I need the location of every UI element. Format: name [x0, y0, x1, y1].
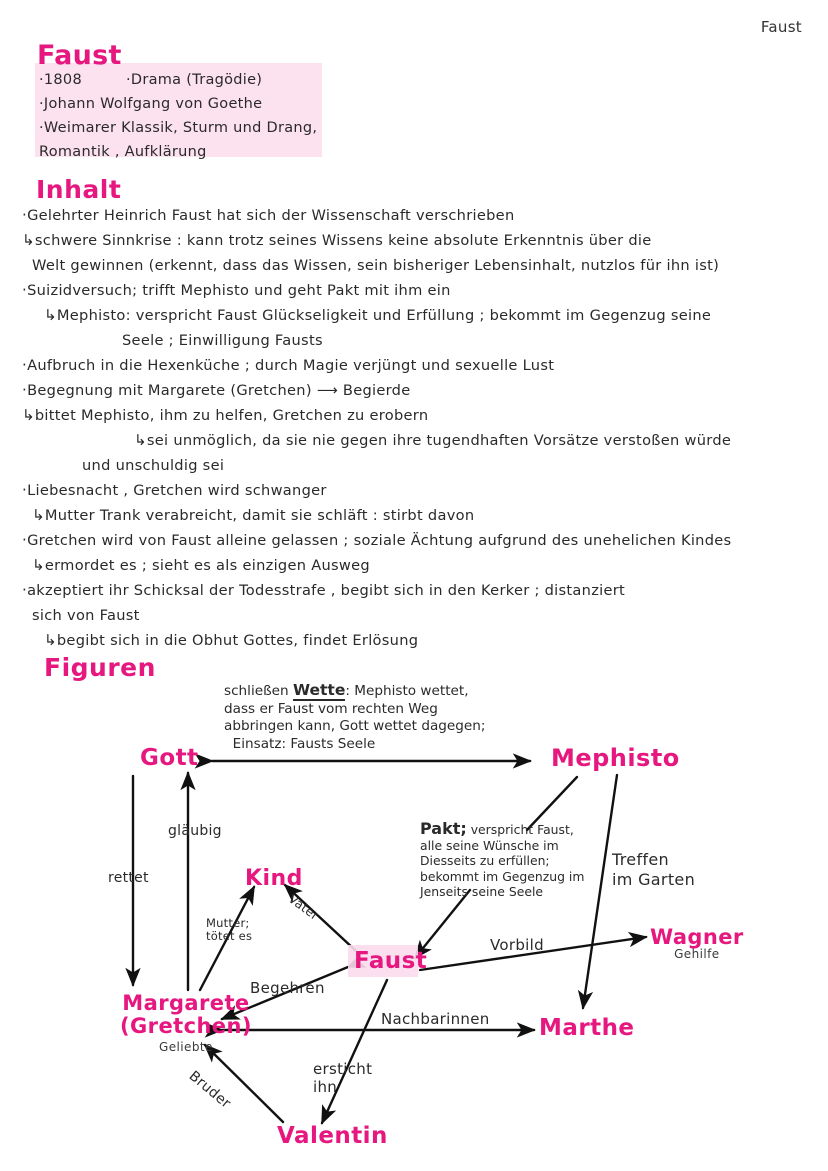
- node-margarete-name: Margarete: [122, 991, 250, 1015]
- diagram-arrows-svg: [125, 753, 648, 1125]
- meta-bullet: ·: [39, 96, 44, 112]
- inhalt-line: ↳Mephisto: verspricht Faust Glückseligke…: [44, 306, 712, 324]
- section-heading-inhalt: Inhalt: [36, 175, 122, 204]
- inhalt-line: ↳Mutter Trank verabreicht, damit sie sch…: [32, 506, 475, 524]
- node-margarete[interactable]: Margarete (Gretchen) Geliebte: [120, 992, 252, 1059]
- page-corner-label: Faust: [760, 18, 802, 36]
- arrow-faust-wagner: [418, 931, 648, 972]
- inhalt-line: ·Liebesnacht , Gretchen wird schwanger: [22, 481, 327, 499]
- edge-label-rettet: rettet: [108, 870, 149, 886]
- meta-year: 1808: [43, 72, 82, 88]
- edge-label-begehren: Begehren: [250, 979, 325, 997]
- edge-label-ersticht-ihn: ersticht ihn: [313, 1060, 373, 1096]
- inhalt-line: ·Gelehrter Heinrich Faust hat sich der W…: [22, 206, 515, 224]
- meta-epoch: Weimarer Klassik, Sturm und Drang,: [43, 120, 318, 136]
- meta-row: ·1808 ·Drama (Tragödie): [39, 68, 339, 92]
- inhalt-line: ·Suizidversuch; trifft Mephisto und geht…: [22, 281, 451, 299]
- inhalt-line: ·Aufbruch in die Hexenküche ; durch Magi…: [22, 356, 555, 374]
- edge-label-glaeubig: gläubig: [168, 823, 222, 839]
- meta-bullet: ·: [39, 72, 44, 88]
- node-margarete-role: Geliebte: [159, 1040, 213, 1054]
- arrow-pakt-to-faust: [413, 888, 472, 960]
- note-pakt-keyword: Pakt;: [420, 819, 467, 838]
- inhalt-line: ↳bittet Mephisto, ihm zu helfen, Gretche…: [22, 406, 429, 424]
- arrow-faust-kind: [283, 883, 357, 952]
- inhalt-line: sich von Faust: [32, 607, 140, 624]
- title-highlight-box: [35, 63, 322, 157]
- node-gott[interactable]: Gott: [140, 745, 199, 771]
- arrow-mephisto-marthe: [577, 773, 619, 1010]
- meta-author: Johann Wolfgang von Goethe: [43, 96, 263, 112]
- edge-label-mutter: Mutter; tötet es: [206, 916, 253, 943]
- meta-genre: ·Drama (Tragödie): [125, 72, 263, 88]
- note-wette-keyword: Wette: [292, 681, 346, 701]
- arrow-faust-margarete: [220, 953, 367, 1021]
- node-marthe[interactable]: Marthe: [539, 1015, 635, 1041]
- inhalt-line: ·Begegnung mit Margarete (Gretchen) ⟶ Be…: [22, 381, 411, 399]
- node-faust[interactable]: Faust: [354, 948, 428, 974]
- node-wagner[interactable]: Wagner Gehilfe: [650, 925, 744, 961]
- meta-row: ·Johann Wolfgang von Goethe: [39, 92, 339, 116]
- arrow-faust-valentin: [320, 978, 389, 1125]
- page-title: Faust: [37, 40, 122, 71]
- node-faust-highlight: [348, 945, 418, 977]
- arrow-valentin-margarete: [203, 1043, 285, 1124]
- node-margarete-alias: (Gretchen): [120, 1014, 252, 1038]
- edge-label-treffen-im-garten: Treffen im Garten: [612, 850, 696, 889]
- character-relationship-diagram: Gott Mephisto Kind Faust Margarete (Gret…: [0, 645, 828, 1171]
- inhalt-line: Seele ; Einwilligung Fausts: [122, 332, 323, 349]
- meta-epoch-cont: Romantik , Aufklärung: [39, 144, 207, 160]
- node-kind[interactable]: Kind: [245, 866, 303, 891]
- title-meta-list: ·1808·Drama (Tragödie) ·Johann Wolfgang …: [39, 68, 339, 164]
- meta-row: Romantik , Aufklärung: [39, 140, 339, 164]
- node-wagner-name: Wagner: [650, 925, 744, 949]
- node-mephisto[interactable]: Mephisto: [551, 744, 680, 772]
- inhalt-line: ↳schwere Sinnkrise : kann trotz seines W…: [22, 231, 652, 249]
- note-wette: schließen Wette: Mephisto wettet, dass e…: [224, 681, 486, 752]
- meta-bullet: ·: [39, 120, 44, 136]
- node-wagner-role: Gehilfe: [674, 947, 720, 961]
- inhalt-line: und unschuldig sei: [82, 457, 225, 474]
- section-heading-figuren: Figuren: [44, 653, 156, 682]
- inhalt-line: ↳begibt sich in die Obhut Gottes, findet…: [44, 631, 419, 649]
- edge-label-nachbarinnen: Nachbarinnen: [381, 1010, 490, 1028]
- node-valentin[interactable]: Valentin: [277, 1123, 388, 1149]
- inhalt-line: ↳sei unmöglich, da sie nie gegen ihre tu…: [134, 431, 732, 449]
- edge-label-vorbild: Vorbild: [490, 936, 544, 954]
- arrow-margarete-kind: [198, 885, 256, 992]
- arrow-mephisto-faust: [525, 775, 579, 832]
- inhalt-line: ·Gretchen wird von Faust alleine gelasse…: [22, 531, 732, 549]
- inhalt-content: ·Gelehrter Heinrich Faust hat sich der W…: [22, 203, 812, 653]
- note-pakt: Pakt; verspricht Faust, alle seine Wünsc…: [420, 819, 585, 900]
- inhalt-line: ↳ermordet es ; sieht es als einzigen Aus…: [32, 556, 370, 574]
- inhalt-line: Welt gewinnen (erkennt, dass das Wissen,…: [32, 257, 720, 274]
- meta-row: ·Weimarer Klassik, Sturm und Drang,: [39, 116, 339, 140]
- inhalt-line: ·akzeptiert ihr Schicksal der Todesstraf…: [22, 581, 626, 599]
